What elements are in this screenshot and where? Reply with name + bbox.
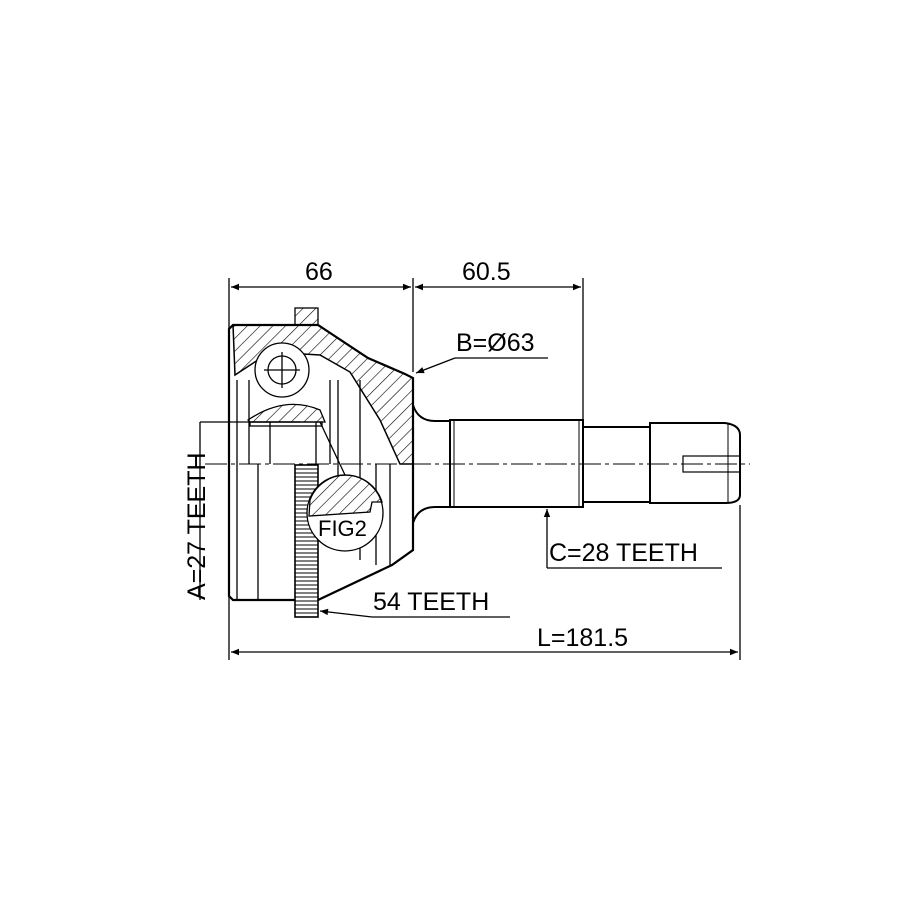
callout-detail: FIG2 <box>318 516 367 541</box>
leader-lines <box>199 357 722 618</box>
callout-abs-ring: 54 TEETH <box>373 588 490 616</box>
dimension-total-length: L=181.5 <box>537 624 629 652</box>
dimension-body-length: 66 <box>305 258 333 286</box>
ball-element <box>254 342 310 398</box>
callout-inner-spline: A=27 TEETH <box>183 452 211 600</box>
abs-ring <box>294 464 319 618</box>
callout-outer-diameter: B=Ø63 <box>456 329 535 357</box>
dimension-shaft-length: 60.5 <box>462 258 511 286</box>
joint-body <box>227 307 415 602</box>
callout-outer-spline: C=28 TEETH <box>549 539 698 567</box>
fig2-detail <box>306 474 384 552</box>
